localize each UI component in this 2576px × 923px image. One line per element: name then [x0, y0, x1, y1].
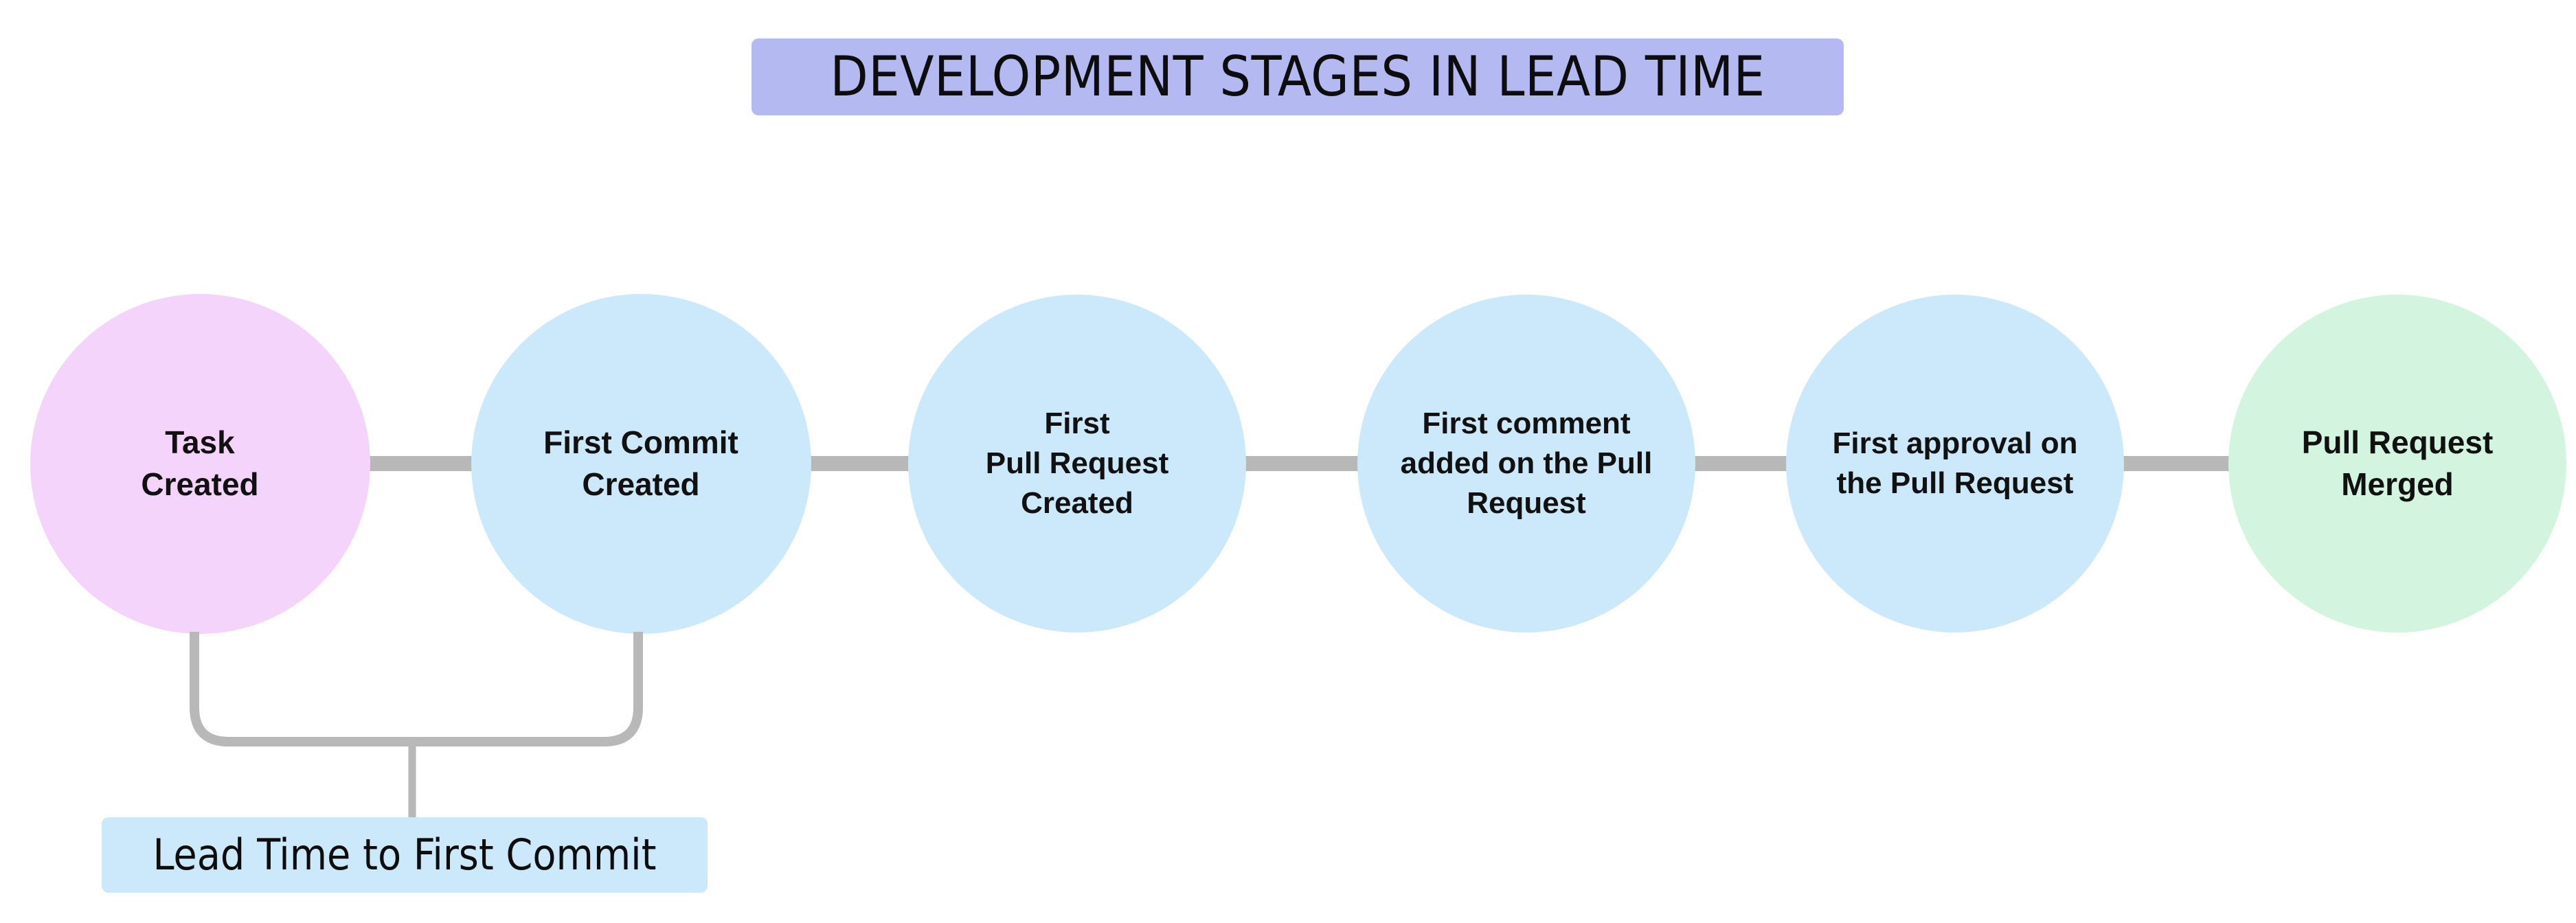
stage-node-first-commit-created[interactable]: First Commit Created	[471, 293, 811, 634]
connector-commit-to-pr	[804, 456, 918, 471]
stage-label-task-created: Task Created	[141, 424, 259, 502]
diagram-title-box: DEVELOPMENT STAGES IN LEAD TIME	[752, 38, 1844, 115]
bracket-path	[190, 632, 643, 747]
lead-time-annotation-box[interactable]: Lead Time to First Commit	[102, 817, 708, 893]
stage-label-first-pull-request-created: First Pull Request Created	[985, 406, 1169, 521]
connector-pr-to-comment	[1238, 456, 1383, 471]
stage-label-first-commit-created: First Commit Created	[543, 424, 738, 502]
connector-comment-to-approval	[1687, 456, 1794, 471]
stage-node-task-created[interactable]: Task Created	[30, 293, 370, 634]
lead-time-annotation-label: Lead Time to First Commit	[152, 830, 657, 880]
connector-task-to-commit	[363, 456, 478, 471]
stage-node-first-comment-added[interactable]: First comment added on the Pull Request	[1357, 295, 1695, 633]
stage-node-first-approval[interactable]: First approval on the Pull Request	[1786, 295, 2124, 633]
stage-label-pull-request-merged: Pull Request Merged	[2301, 424, 2494, 502]
page-title: DEVELOPMENT STAGES IN LEAD TIME	[830, 45, 1765, 109]
connector-approval-to-merged	[2116, 456, 2230, 471]
stage-label-first-comment-added: First comment added on the Pull Request	[1400, 406, 1653, 521]
stage-label-first-approval: First approval on the Pull Request	[1832, 426, 2078, 500]
stage-node-first-pull-request-created[interactable]: First Pull Request Created	[908, 295, 1246, 633]
stage-node-pull-request-merged[interactable]: Pull Request Merged	[2228, 295, 2566, 633]
